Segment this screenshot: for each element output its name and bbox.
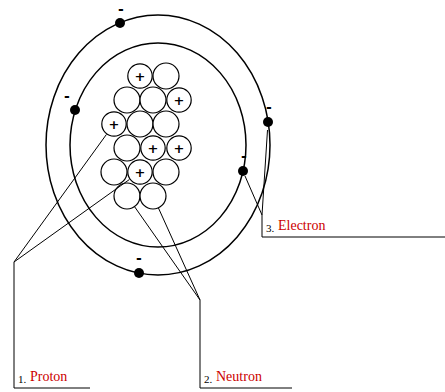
proton-circle-shape: [128, 64, 152, 88]
neutron-circle: [114, 183, 140, 209]
proton-circle: +: [127, 63, 153, 89]
neutron-circle: [114, 87, 140, 113]
callout-number: 3.: [266, 222, 274, 235]
proton-circle: +: [166, 87, 192, 113]
proton-circle-shape: [141, 136, 165, 160]
neutron-circle: [153, 63, 179, 89]
charge-sign: +: [166, 87, 192, 113]
neutron-circle: [140, 183, 166, 209]
leader-lines: [14, 130, 445, 388]
charge-sign: +: [101, 111, 127, 137]
electron-leader: [245, 130, 268, 215]
neutron-circle: [153, 159, 179, 185]
electron-leader: [262, 215, 445, 237]
electron-dot: [115, 18, 125, 28]
charge-sign: -: [241, 148, 247, 164]
proton-circle: +: [127, 159, 153, 185]
electrons: [70, 18, 273, 278]
charge-sign: -: [64, 88, 70, 104]
proton-circle-shape: [128, 160, 152, 184]
charge-sign: -: [118, 1, 124, 17]
proton-leader: [14, 135, 129, 263]
charge-sign: +: [127, 159, 153, 185]
neutron-circle: [101, 159, 127, 185]
proton-circle: +: [140, 135, 166, 161]
part-name: Proton: [30, 369, 67, 385]
neutron-circle: [140, 87, 166, 113]
outer-orbit: [46, 15, 270, 275]
proton-circle: +: [166, 135, 192, 161]
neutron-circle: [114, 135, 140, 161]
proton-circle-shape: [102, 112, 126, 136]
part-name: Neutron: [216, 369, 262, 385]
neutron-leader: [200, 300, 292, 388]
part-name: Electron: [278, 218, 325, 234]
proton-circle-shape: [167, 136, 191, 160]
proton-circle-shape: [167, 88, 191, 112]
neutron-leader: [135, 207, 201, 300]
charge-sign: +: [166, 135, 192, 161]
electron-dot: [263, 117, 273, 127]
neutron-circle: [127, 111, 153, 137]
electron-dot: [238, 166, 248, 176]
neutrons: [101, 63, 179, 209]
proton-circle: +: [101, 111, 127, 137]
charge-sign: +: [140, 135, 166, 161]
neutron-circle: [153, 111, 179, 137]
callout-number: 2.: [204, 373, 212, 386]
inner-orbit: [70, 43, 246, 247]
charge-sign: +: [127, 63, 153, 89]
callout-number: 1.: [18, 373, 26, 386]
proton-leader: [14, 262, 90, 388]
charge-sign: -: [266, 99, 272, 115]
electron-dot: [134, 268, 144, 278]
electron-dot: [70, 105, 80, 115]
charge-sign: -: [136, 250, 142, 266]
